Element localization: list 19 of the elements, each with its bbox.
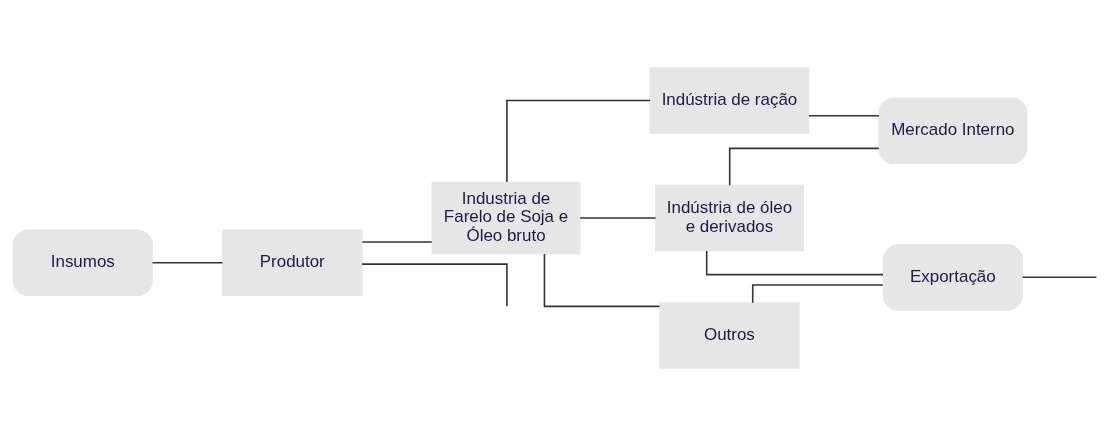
connector	[361, 241, 433, 243]
node-box: Indústria de óleo e derivados	[654, 184, 804, 252]
connector	[751, 284, 884, 304]
connector	[808, 114, 880, 117]
node-box: Industria de Farelo de Soja e Óleo bruto	[431, 181, 581, 255]
connector	[705, 250, 884, 276]
node-box: Insumos	[12, 229, 154, 297]
node-box: Produtor	[222, 229, 363, 297]
node-box: Mercado Interno	[878, 97, 1028, 165]
node-box: Outros	[659, 302, 800, 369]
connector	[361, 263, 508, 308]
connector	[728, 147, 880, 186]
connector	[151, 262, 224, 264]
connector	[506, 99, 651, 183]
node-box: Indústria de ração	[649, 67, 810, 134]
node-box: Exportação	[882, 244, 1024, 311]
connector	[543, 253, 661, 308]
connector	[1021, 276, 1098, 279]
connector	[579, 217, 657, 219]
